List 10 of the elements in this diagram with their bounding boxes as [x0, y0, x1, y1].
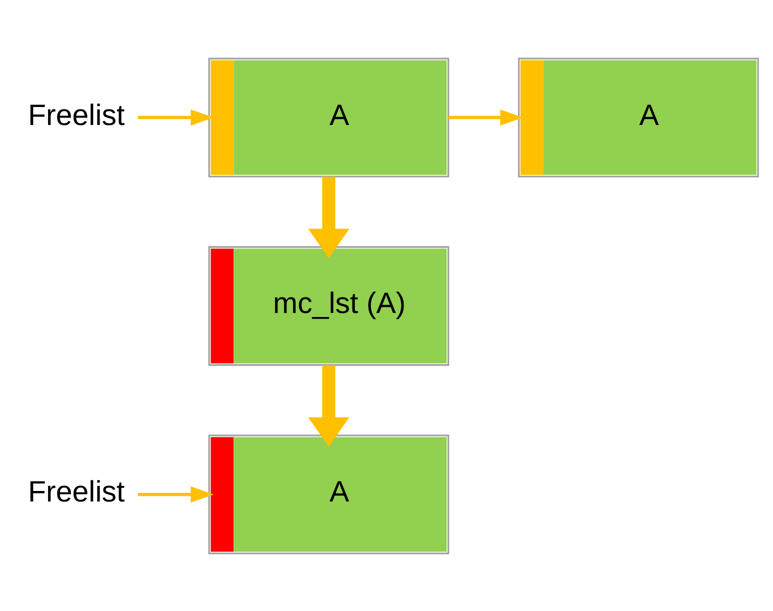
- node-box: A: [208, 57, 450, 177]
- arrow: [138, 486, 214, 502]
- arrow: [138, 109, 214, 126]
- node-box: A: [208, 434, 450, 554]
- arrow: [308, 364, 350, 446]
- arrow: [448, 109, 524, 126]
- node-text: Freelist: [28, 475, 125, 508]
- arrow: [308, 176, 350, 258]
- node-text: Freelist: [28, 98, 125, 132]
- node-box: mc_lst (A): [208, 246, 450, 366]
